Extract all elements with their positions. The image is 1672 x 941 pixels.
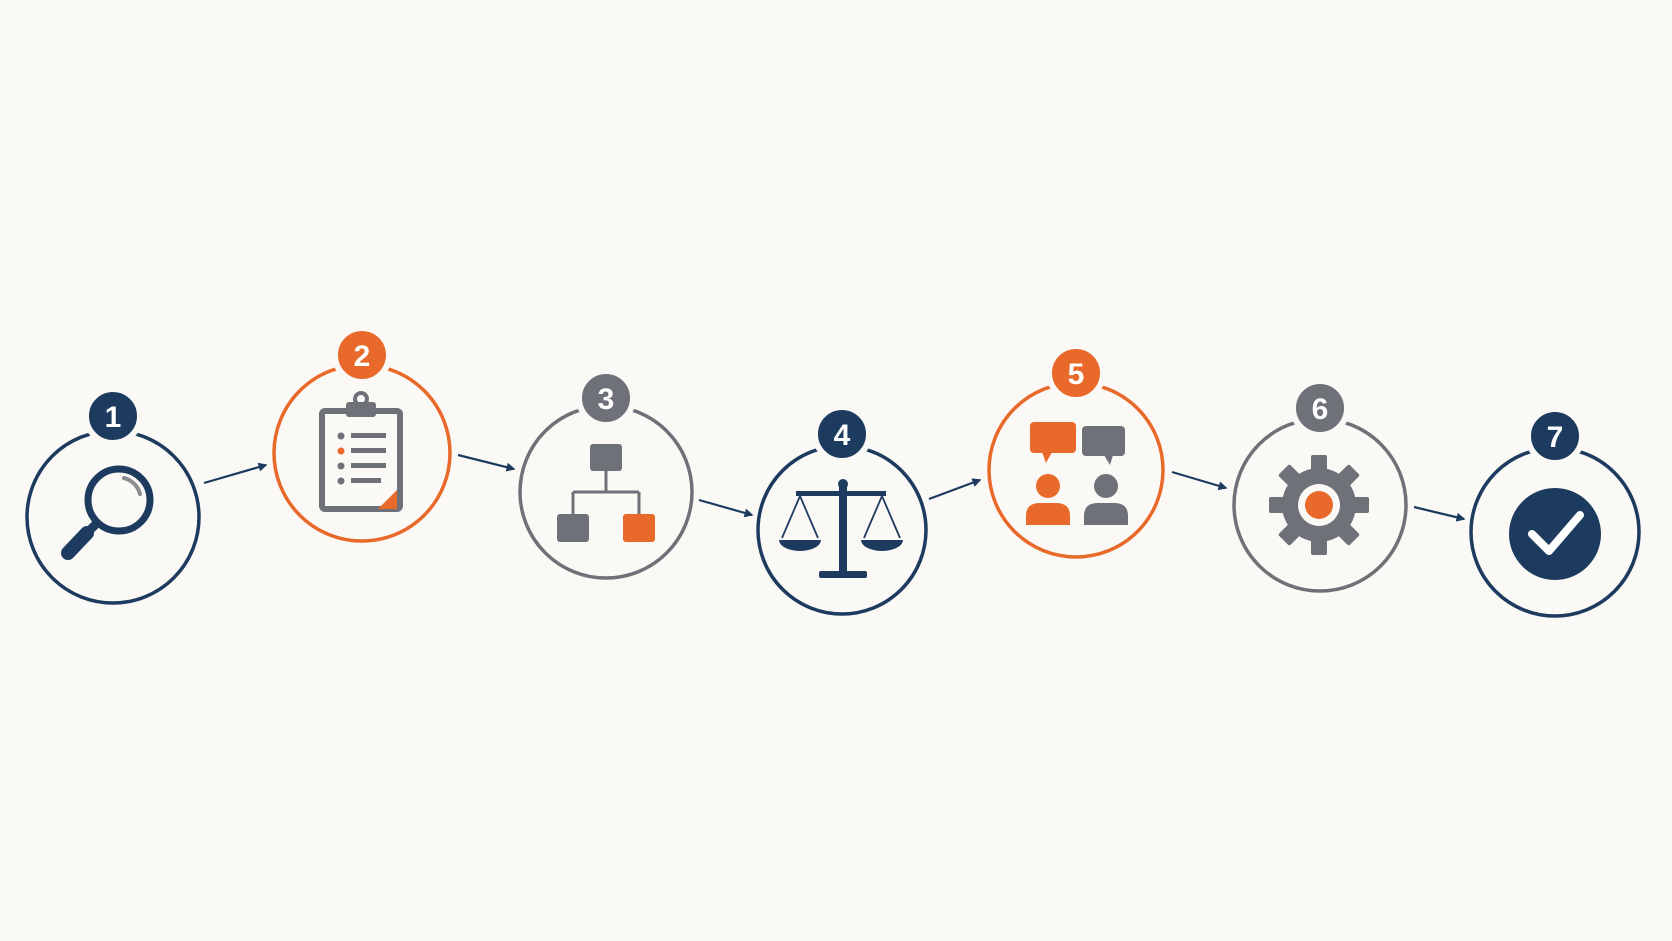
hierarchy-chart-icon: [557, 444, 655, 542]
step-1: 1: [25, 386, 201, 605]
checkmark-icon: [1509, 488, 1601, 580]
balance-scale-icon: [779, 479, 903, 578]
arrow-5-to-6: [1171, 470, 1228, 491]
clipboard-checklist-icon: [319, 391, 403, 512]
gear-icon: [1269, 455, 1369, 555]
step-3: 3: [518, 368, 694, 580]
step-7-number: 7: [1547, 421, 1564, 454]
step-5-badge: [1046, 343, 1106, 403]
connector-arrows: [203, 453, 1466, 522]
step-6-badge: [1290, 378, 1350, 438]
arrow-3-to-4: [698, 498, 754, 518]
step-5-number: 5: [1068, 358, 1085, 391]
step-6-number: 6: [1312, 393, 1329, 426]
step-6: 6: [1232, 378, 1408, 593]
magnifying-glass-icon: [61, 465, 154, 560]
step-2-number: 2: [354, 340, 371, 373]
arrow-4-to-5: [928, 478, 982, 501]
step-2-badge: [332, 325, 392, 385]
step-7-badge: [1525, 406, 1585, 466]
step-1-badge: [83, 386, 143, 446]
step-3-number: 3: [598, 383, 615, 416]
step-1-number: 1: [105, 401, 122, 434]
step-3-badge: [576, 368, 636, 428]
step-5-ring: [987, 381, 1165, 559]
step-2: 2: [272, 325, 452, 543]
arrow-6-to-7: [1413, 505, 1466, 522]
discussion-people-icon: [1026, 422, 1128, 525]
step-4-badge: [812, 404, 872, 464]
arrow-2-to-3: [457, 453, 516, 472]
arrow-1-to-2: [203, 462, 268, 485]
step-5: 5: [987, 343, 1165, 559]
step-7: 7: [1469, 406, 1641, 618]
step-4-number: 4: [834, 419, 851, 452]
step-4: 4: [756, 404, 928, 616]
step-1-ring: [25, 429, 201, 605]
